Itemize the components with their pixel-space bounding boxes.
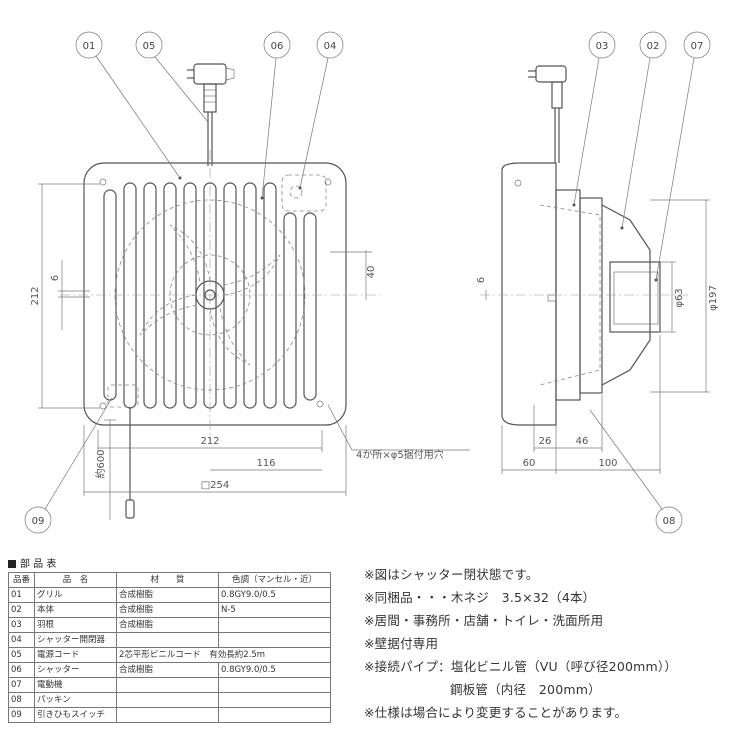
dim-pull-length: 約600 <box>94 449 107 478</box>
table-cell: 羽根 <box>34 617 117 633</box>
dim-front-40: 40 <box>366 266 377 279</box>
dim-side-46: 46 <box>576 436 589 447</box>
shutter-opener <box>281 174 327 212</box>
table-cell: 本体 <box>34 602 117 618</box>
table-row: 07 電動機 <box>8 677 331 693</box>
callout-06: 06 <box>271 41 284 52</box>
callout-03: 03 <box>596 41 609 52</box>
note-spec-change: ※仕様は場合により変更することがあります。 <box>364 705 628 720</box>
table-header: 色調（マンセル・近） <box>218 572 331 588</box>
hole-note: 4か所×φ5据付用穴 <box>356 448 444 461</box>
table-cell: グリル <box>34 587 117 603</box>
table-cell: 電動機 <box>34 677 117 693</box>
table-row: 03 羽根 合成樹脂 <box>8 617 331 633</box>
dim-side-60: 60 <box>523 458 536 469</box>
dim-side-small: 6 <box>476 277 487 283</box>
dim-side-26: 26 <box>539 436 552 447</box>
dim-front-small: 6 <box>50 275 61 281</box>
note-included-items: ※同梱品・・・木ネジ 3.5×32（4本） <box>364 590 596 605</box>
callout-02: 02 <box>647 41 660 52</box>
table-row: 08 パッキン <box>8 692 331 708</box>
table-cell: 03 <box>8 617 35 633</box>
square-bullet-icon <box>8 560 16 568</box>
table-cell: シャッター <box>34 662 117 678</box>
table-cell: 0.8GY9.0/0.5 <box>218 662 331 678</box>
table-cell <box>218 677 331 693</box>
parts-table: 部 品 表 品番 品 名 材 質 色調（マンセル・近） 01 グリル 合成樹脂 … <box>8 558 331 723</box>
table-cell: 01 <box>8 587 35 603</box>
callout-04: 04 <box>324 41 337 52</box>
table-cell: 07 <box>8 677 35 693</box>
table-row: 01 グリル 合成樹脂 0.8GY9.0/0.5 <box>8 587 331 603</box>
table-cell <box>116 632 219 648</box>
table-header: 品番 <box>8 572 35 588</box>
table-cell: N-5 <box>218 602 331 618</box>
dim-side-phi197: φ197 <box>708 285 719 311</box>
dim-side-100: 100 <box>598 458 617 469</box>
table-cell: 06 <box>8 662 35 678</box>
table-cell: 08 <box>8 692 35 708</box>
grille-outline <box>83 162 347 426</box>
note-shutter-closed: ※図はシャッター閉状態です。 <box>364 567 539 582</box>
table-row: 04 シャッター開閉器 <box>8 632 331 648</box>
table-cell: 2芯平形ビニルコード 有効長約2.5m <box>116 647 331 663</box>
table-cell: シャッター開閉器 <box>34 632 117 648</box>
grille-slots <box>103 182 317 409</box>
table-cell <box>218 707 331 723</box>
note-pipe-pvc: ※接続パイプ：塩化ビニル管（VU（呼び径200mm）） <box>364 659 678 674</box>
note-wall-mount: ※壁据付専用 <box>364 636 439 651</box>
note-pipe-steel: 鋼板管（内径 200mm） <box>450 682 601 697</box>
table-cell <box>116 677 219 693</box>
callout-01: 01 <box>83 41 96 52</box>
callout-07: 07 <box>691 41 704 52</box>
table-cell: 引きひもスイッチ <box>34 707 117 723</box>
table-cell <box>218 692 331 708</box>
table-cell <box>218 617 331 633</box>
table-header: 材 質 <box>116 572 219 588</box>
table-row: 09 引きひもスイッチ <box>8 707 331 723</box>
note-usage: ※居間・事務所・店舗・トイレ・洗面所用 <box>364 613 604 628</box>
parts-table-title: 部 品 表 <box>8 558 330 572</box>
table-cell: 05 <box>8 647 35 663</box>
front-view: 212 6 40 212 116 □254 約600 4か所×φ5据付用穴 <box>30 63 470 520</box>
dim-front-height: 212 <box>30 286 41 305</box>
table-cell: 合成樹脂 <box>116 587 219 603</box>
callout-09: 09 <box>32 516 45 527</box>
table-header-row: 品番 品 名 材 質 色調（マンセル・近） <box>8 572 331 588</box>
table-cell: 合成樹脂 <box>116 617 219 633</box>
table-row: 02 本体 合成樹脂 N-5 <box>8 602 331 618</box>
dim-side-phi63: φ63 <box>674 288 685 307</box>
dim-front-116: 116 <box>256 458 275 469</box>
table-row: 05 電源コード 2芯平形ビニルコード 有効長約2.5m <box>8 647 331 663</box>
table-cell: 04 <box>8 632 35 648</box>
table-cell: 合成樹脂 <box>116 602 219 618</box>
table-row: 06 シャッター 合成樹脂 0.8GY9.0/0.5 <box>8 662 331 678</box>
table-cell: 0.8GY9.0/0.5 <box>218 587 331 603</box>
table-cell <box>218 632 331 648</box>
table-cell: 合成樹脂 <box>116 662 219 678</box>
table-cell: パッキン <box>34 692 117 708</box>
dim-front-outer: □254 <box>201 480 230 491</box>
table-cell: 電源コード <box>34 647 117 663</box>
callouts: 01 05 06 04 03 02 07 09 <box>24 31 711 534</box>
table-header: 品 名 <box>34 572 117 588</box>
dim-front-width-inner: 212 <box>200 436 219 447</box>
callout-05: 05 <box>143 41 156 52</box>
table-cell <box>116 707 219 723</box>
technical-drawing: 212 6 40 212 116 □254 約600 4か所×φ5据付用穴 <box>24 31 719 534</box>
table-cell: 09 <box>8 707 35 723</box>
table-cell: 02 <box>8 602 35 618</box>
power-plug <box>187 63 235 166</box>
table-cell <box>116 692 219 708</box>
side-view: 6 φ63 φ197 26 46 60 100 <box>476 65 719 474</box>
callout-08: 08 <box>663 516 676 527</box>
notes: ※図はシャッター閉状態です。 ※同梱品・・・木ネジ 3.5×32（4本） ※居間… <box>364 563 748 724</box>
